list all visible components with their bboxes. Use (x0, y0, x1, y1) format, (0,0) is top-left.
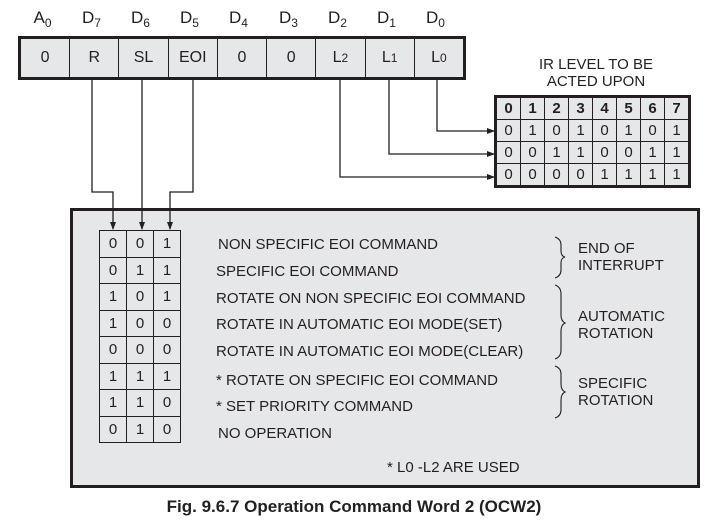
command-text: * ROTATE ON SPECIFIC EOI COMMAND (216, 372, 498, 389)
bit-cell: 1 (153, 362, 181, 390)
bit-label: D4 (229, 8, 248, 30)
command-text: SPECIFIC EOI COMMAND (216, 263, 399, 280)
ir-title-line: IR LEVEL TO BE (539, 56, 653, 73)
ir-table-title: IR LEVEL TO BE ACTED UPON (494, 56, 698, 90)
bit-label: D2 (328, 8, 347, 30)
bit-cell: 1 (126, 362, 154, 390)
ir-row-l0: 0 1 0 1 0 1 0 1 (495, 119, 690, 142)
bit-cell: 1 (126, 389, 154, 417)
ir-cell: 1 (664, 141, 690, 164)
command-text: ROTATE IN AUTOMATIC EOI MODE(CLEAR) (216, 343, 524, 360)
bit-label: A0 (33, 8, 52, 30)
footnote: * L0 -L2 ARE USED (387, 459, 520, 476)
bit-cell: 0 (99, 336, 127, 364)
bit-cell: 0 (99, 415, 127, 443)
bit-cell: 0 (126, 336, 154, 364)
group-label-specific-rotation: SPECIFIC ROTATION (578, 375, 653, 409)
bit-label: D6 (131, 8, 150, 30)
bit-cell: 1 (153, 230, 181, 258)
ir-cell: 1 (640, 163, 665, 187)
ir-row-l2: 0 0 0 0 1 1 1 1 (495, 163, 690, 187)
bit-cell: 1 (99, 309, 127, 337)
bit-label: D5 (180, 8, 199, 30)
command-text: ROTATE ON NON SPECIFIC EOI COMMAND (216, 290, 526, 307)
wire-l0 (436, 79, 495, 134)
register-cell: R (70, 39, 120, 77)
ir-cell: 1 (664, 163, 690, 187)
command-text: NO OPERATION (218, 425, 332, 442)
group-label-automatic-rotation: AUTOMATIC ROTATION (578, 308, 665, 342)
register-cell: 0 (218, 39, 268, 77)
register-cell: 0 (21, 39, 71, 77)
ir-header-cell: 1 (520, 96, 545, 120)
group-label-line: ROTATION (578, 392, 654, 409)
command-text: * SET PRIORITY COMMAND (216, 398, 413, 415)
bit-cell: 0 (153, 336, 181, 364)
wire-r (91, 79, 116, 230)
bit-cell: 1 (153, 283, 181, 311)
bit-label: D1 (377, 8, 396, 30)
bit-cell: 1 (99, 362, 127, 390)
bit-cell: 1 (126, 415, 154, 443)
bit-label: D0 (426, 8, 445, 30)
brace-automatic-rotation (554, 284, 567, 360)
group-label-line: INTERRUPT (578, 257, 664, 274)
brace-specific-rotation (554, 365, 567, 419)
register-cell: EOI (169, 39, 218, 77)
bit-cell: 0 (126, 230, 154, 258)
bit-cell: 0 (153, 389, 181, 417)
group-label-line: END OF (578, 240, 635, 257)
wire-l2 (339, 79, 495, 180)
bit-label: D3 (279, 8, 298, 30)
group-label-line: ROTATION (578, 325, 654, 342)
register-cell: SL (119, 39, 169, 77)
bit-cell: 0 (153, 415, 181, 443)
ir-title-line: ACTED UPON (546, 73, 646, 90)
ir-level-table: 0 1 2 3 4 5 6 7 0 1 0 1 0 1 0 1 0 0 1 1 … (494, 95, 691, 188)
wire-l1 (388, 79, 495, 157)
bit-label: D7 (82, 8, 101, 30)
register-cell: 0 (267, 39, 317, 77)
bit-cell: 0 (153, 309, 181, 337)
ir-header-cell: 7 (664, 96, 690, 120)
brace-end-of-interrupt (554, 236, 566, 279)
group-label-line: SPECIFIC (578, 375, 648, 392)
command-text: NON SPECIFIC EOI COMMAND (218, 236, 439, 253)
ir-header-cell: 6 (640, 96, 665, 120)
figure-caption: Fig. 9.6.7 Operation Command Word 2 (OCW… (166, 497, 542, 516)
bit-cell: 1 (99, 389, 127, 417)
bit-cell: 0 (126, 283, 154, 311)
group-label-line: AUTOMATIC (578, 308, 665, 325)
command-text: ROTATE IN AUTOMATIC EOI MODE(SET) (216, 316, 503, 333)
ir-header-cell: 3 (568, 96, 593, 120)
bit-cell: 0 (99, 256, 127, 284)
wire-eoi (167, 79, 194, 230)
group-label-end-of-interrupt: END OF INTERRUPT (578, 240, 664, 274)
